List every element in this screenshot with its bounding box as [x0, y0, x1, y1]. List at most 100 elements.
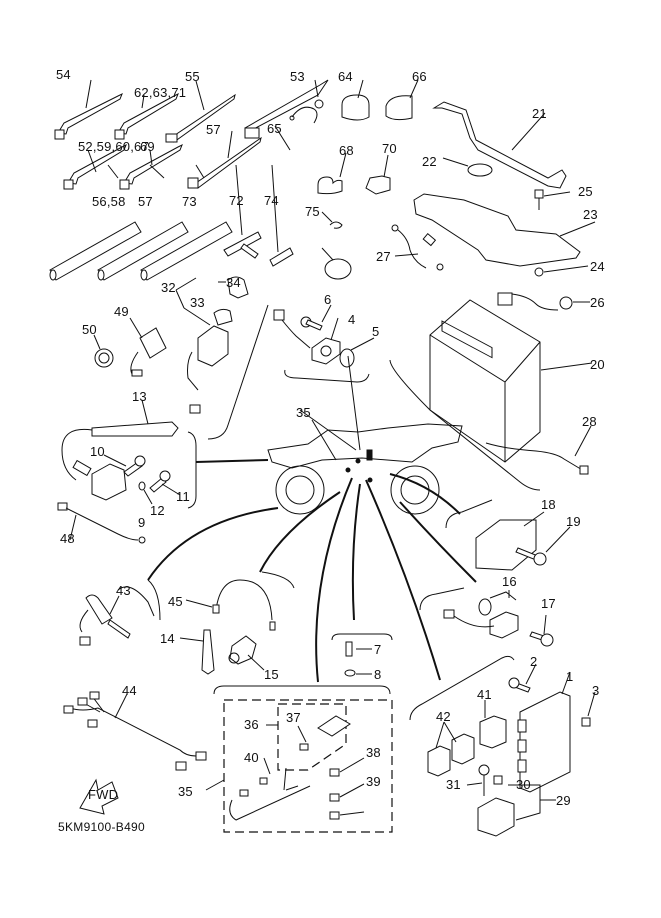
part-label: 35: [178, 784, 193, 799]
speed-limiter-switch-icon: [79, 586, 155, 646]
battery-icon: [429, 299, 593, 463]
earth-lead-icon: [391, 224, 444, 271]
battery-cover-icon: [413, 193, 596, 267]
neutral-switch-icon: [273, 309, 341, 365]
part-label: 37: [286, 710, 301, 725]
band-icon: [165, 80, 236, 143]
band-icon: [187, 130, 262, 189]
atv-vehicle-icon: [267, 419, 463, 515]
ignition-coil-icon: [72, 459, 127, 501]
damper-icon: [442, 157, 493, 177]
fwd-label: FWD: [88, 787, 119, 802]
part-label: 11: [176, 489, 190, 504]
part-label: 20: [590, 357, 605, 372]
band-icon: [54, 79, 123, 140]
screw-icon: [534, 189, 571, 210]
part-label: 72: [229, 193, 244, 208]
part-label: 65: [267, 121, 282, 136]
sensor-bolt-icon: [345, 641, 372, 657]
part-label: 22: [422, 154, 437, 169]
part-label: 66: [412, 69, 427, 84]
part-label: 38: [366, 745, 381, 760]
part-label: 56,58: [92, 194, 126, 209]
part-label: 57: [138, 194, 153, 209]
plug-cap-icon: [61, 399, 179, 481]
clip-icon: [321, 211, 343, 229]
part-label: 43: [116, 583, 131, 598]
part-label: 14: [160, 631, 175, 646]
part-label: 44: [122, 683, 137, 698]
part-label: 50: [82, 322, 97, 337]
band-icon: [63, 143, 127, 190]
part-label: 12: [150, 503, 165, 518]
bolt-icon: [508, 663, 537, 693]
clamp-icon: [385, 79, 419, 121]
part-label: 28: [582, 414, 597, 429]
o-ring-icon: [339, 337, 375, 368]
clamp-icon: [365, 154, 391, 195]
part-label: 33: [190, 295, 205, 310]
part-label: 15: [264, 667, 279, 682]
part-label: 16: [502, 574, 517, 589]
clamp-icon: [317, 152, 347, 195]
part-label: 24: [590, 259, 605, 274]
main-switch-icon: [175, 276, 249, 414]
fwd-arrow-icon: [79, 778, 119, 815]
part-label: 52,59,60,67: [78, 139, 149, 154]
band-icon: [114, 92, 179, 140]
part-label: 4: [348, 312, 356, 327]
starter-relay-icon: [477, 775, 556, 837]
relay-icon: [479, 700, 507, 749]
cdi-unit-icon: [517, 671, 571, 793]
clamp-icon: [289, 79, 324, 124]
wire-harness-icon: [229, 715, 365, 821]
part-label: 41: [477, 687, 492, 702]
bolt-icon: [103, 454, 146, 477]
part-label: 39: [366, 774, 381, 789]
bolt-icon: [466, 764, 490, 796]
part-label: 36: [244, 717, 259, 732]
spark-plug-icon: [179, 629, 215, 675]
part-label: 49: [114, 304, 129, 319]
part-label: 3: [592, 683, 600, 698]
part-label: 21: [532, 106, 547, 121]
speed-sensor-icon: [419, 587, 519, 639]
breather-pipe-icon: [485, 425, 592, 475]
band-icon: [244, 79, 329, 151]
nut-icon: [93, 334, 114, 368]
rivet-icon: [534, 265, 589, 277]
part-label: 26: [590, 295, 605, 310]
o-ring-icon: [321, 247, 352, 280]
part-label: 70: [382, 141, 397, 156]
part-label: 69: [140, 139, 155, 154]
bolt-icon: [529, 614, 554, 647]
tube-icon: [140, 164, 233, 281]
part-label: 19: [566, 514, 581, 529]
part-label: 35: [296, 405, 311, 420]
part-label: 68: [339, 143, 354, 158]
lead-wire-icon: [57, 502, 146, 544]
relay-icon: [427, 721, 475, 777]
bolt-icon: [300, 304, 332, 331]
part-label: 40: [244, 750, 259, 765]
part-label: 7: [374, 642, 382, 657]
part-label: 57: [206, 122, 221, 137]
part-label: 9: [138, 515, 146, 530]
washer-icon: [138, 481, 153, 505]
part-label: 42: [436, 709, 451, 724]
part-label: 18: [541, 497, 556, 512]
part-label: 54: [56, 67, 71, 82]
part-label: 55: [185, 69, 200, 84]
part-label: 48: [60, 531, 75, 546]
part-label: 32: [161, 280, 176, 295]
part-label: 73: [182, 194, 197, 209]
lead-wire-icon: [185, 579, 276, 631]
washer-icon: [344, 669, 372, 677]
bolt-icon: [515, 526, 571, 566]
bolt-icon: [149, 470, 181, 496]
part-label: 29: [556, 793, 571, 808]
part-label: 62,63,71: [134, 85, 187, 100]
clamp-icon: [341, 79, 370, 121]
band-icon: [119, 143, 183, 190]
joint-icon: [223, 164, 262, 259]
